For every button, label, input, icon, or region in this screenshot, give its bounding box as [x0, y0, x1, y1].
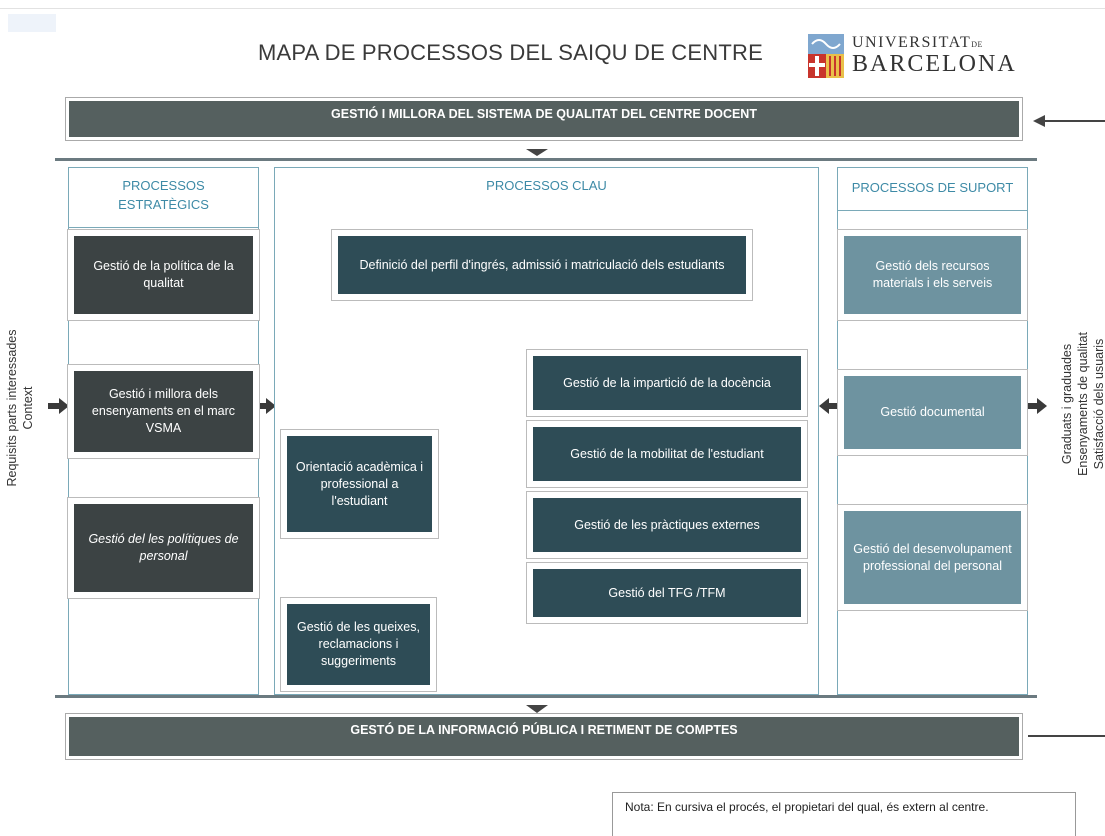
right-side-line-2: Ensenyaments de qualitat: [1076, 332, 1090, 476]
strategic-item: Gestió i millora dels ensenyaments en el…: [67, 364, 260, 459]
support-heading: PROCESSOS DE SUPORT: [851, 180, 1014, 195]
left-side-label: Requisits parts interessades Context: [4, 308, 36, 508]
key-admission: Definició del perfil d'ingrés, admissió …: [331, 229, 753, 301]
key-group-item: Gestió de les pràctiques externes: [526, 491, 808, 559]
arrow-right-icon: [1026, 398, 1047, 414]
support-item: Gestió del desenvolupament professional …: [837, 504, 1028, 611]
key-orientation: Orientació acadèmica i professional a l'…: [280, 429, 439, 539]
strategic-item-external: Gestió del les polítiques de personal: [67, 497, 260, 599]
strategic-heading: PROCESSOS ESTRATÈGICS: [118, 178, 209, 212]
key-group-item: Gestió de la impartició de la docència: [526, 349, 808, 417]
process-frame: [55, 158, 1037, 698]
key-complaints: Gestió de les queixes, reclamacions i su…: [280, 597, 437, 692]
logo-small: DE: [971, 40, 983, 49]
footnote: Nota: En cursiva el procés, el propietar…: [612, 792, 1076, 836]
right-side-line-3: Satisfacció dels usuaris: [1092, 338, 1105, 470]
right-side-line-1: Graduats i graduades: [1060, 343, 1074, 465]
left-side-line-1: Requisits parts interessades: [5, 329, 19, 487]
university-logo: UNIVERSITATDE BARCELONA: [852, 34, 1017, 76]
arrow-right-icon: [255, 398, 276, 414]
top-divider: [0, 8, 1105, 9]
key-group-item: Gestió de la mobilitat de l'estudiant: [526, 420, 808, 488]
arrow-left-icon: [819, 398, 840, 414]
arrow-right-icon: [48, 398, 69, 414]
strategic-item: Gestió de la política de la qualitat: [67, 229, 260, 321]
page-title: MAPA DE PROCESSOS DEL SAIQU DE CENTRE: [258, 40, 763, 65]
key-group-item: Gestió del TFG /TFM: [526, 562, 808, 624]
corner-tab: [8, 14, 56, 32]
support-item: Gestió dels recursos materials i els ser…: [837, 229, 1028, 321]
logo-line-1: UNIVERSITAT: [852, 34, 972, 51]
key-heading: PROCESSOS CLAU: [486, 178, 607, 193]
right-side-label: Graduats i graduades Ensenyaments de qua…: [1059, 304, 1105, 504]
logo-line-2: BARCELONA: [852, 51, 1017, 77]
bottom-process-bar: GESTÓ DE LA INFORMACIÓ PÚBLICA I RETIMEN…: [65, 713, 1023, 760]
left-side-line-2: Context: [21, 386, 35, 430]
support-item: Gestió documental: [837, 369, 1028, 456]
top-process-bar: GESTIÓ I MILLORA DEL SISTEMA DE QUALITAT…: [65, 97, 1023, 141]
shield-icon: [808, 34, 844, 78]
